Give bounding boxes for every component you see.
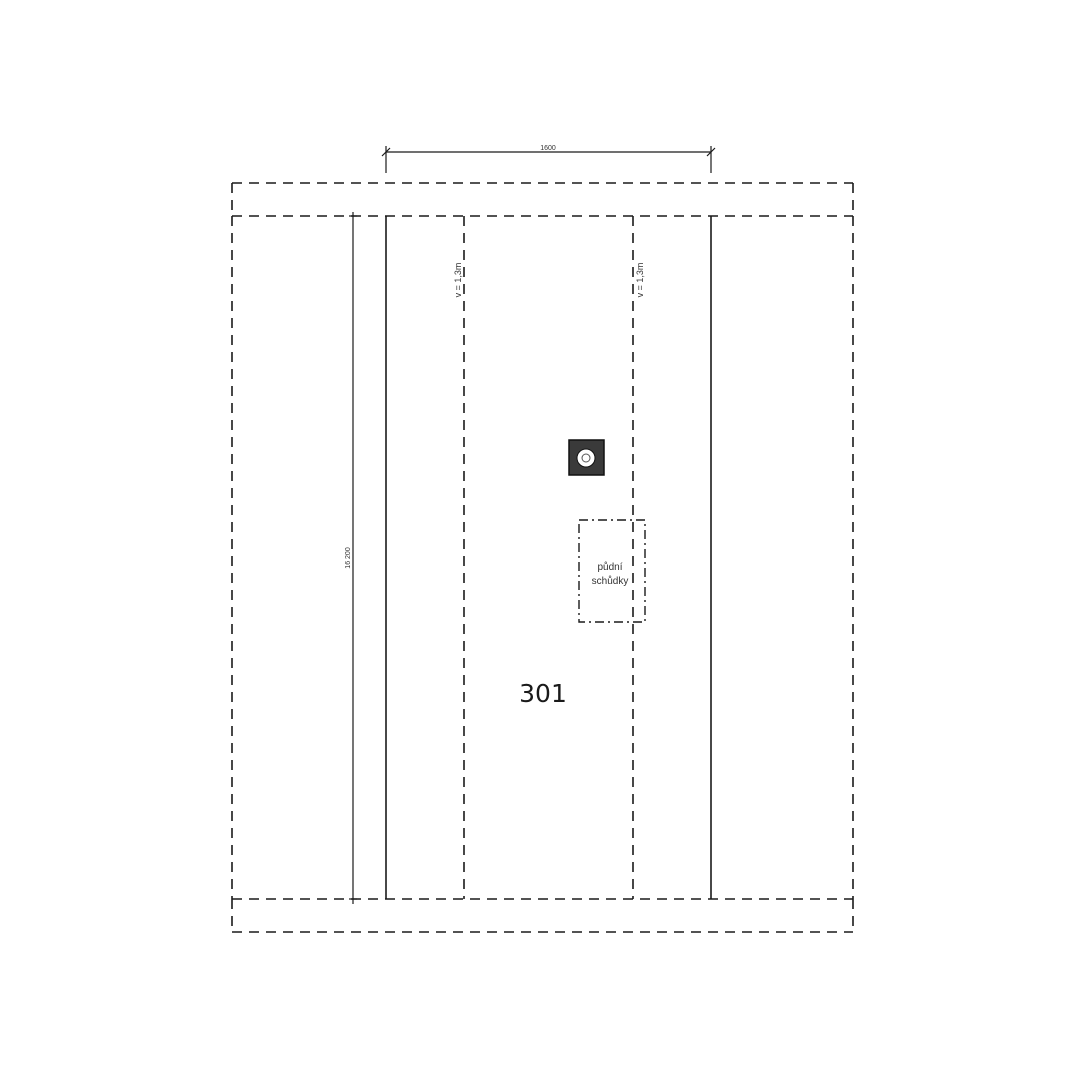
height-label-left: v = 1,3m xyxy=(453,263,463,298)
chimney-icon xyxy=(568,439,605,476)
attic-hatch-label-line1: půdní xyxy=(597,561,622,573)
room-number: 301 xyxy=(519,679,567,708)
width-dimension-text: 1600 xyxy=(540,145,556,152)
length-dimension-line xyxy=(349,212,357,904)
top-wall-band xyxy=(231,182,854,217)
bottom-wall-band xyxy=(231,898,854,933)
width-dimension-line xyxy=(381,146,716,173)
attic-hatch-label-line2: schůdky xyxy=(592,575,629,587)
length-dimension-text: 16 200 xyxy=(345,547,352,569)
attic-hatch-outline xyxy=(578,519,646,623)
height-label-right: v = 1,3m xyxy=(635,263,645,298)
